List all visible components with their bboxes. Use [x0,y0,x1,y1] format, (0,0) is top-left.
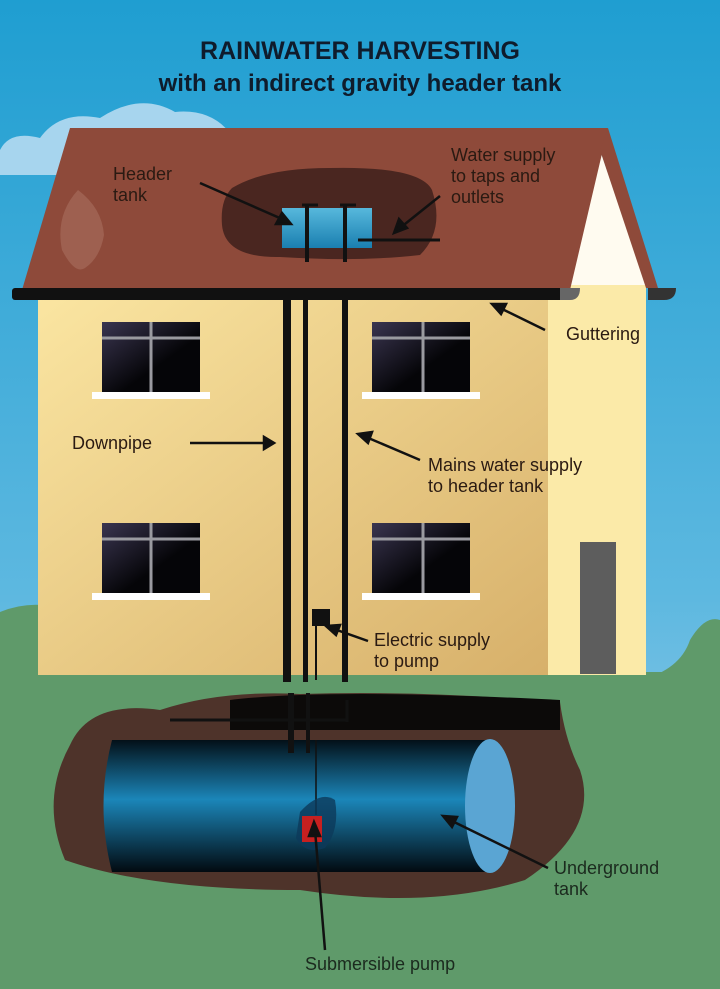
label-electric: Electric supply to pump [374,630,491,671]
window [362,523,480,600]
header-tank [282,208,372,248]
label-submersible-pump: Submersible pump [305,954,456,974]
window [362,322,480,399]
label-mains: Mains water supply to header tank [428,455,583,496]
underground-tank [103,740,488,872]
window [92,322,210,399]
door [580,542,616,674]
label-downpipe: Downpipe [72,433,153,453]
window [92,523,210,600]
title-line-1: RAINWATER HARVESTING [200,37,520,65]
label-underground-tank: Underground tank [554,858,660,899]
label-guttering: Guttering [566,324,641,344]
electric-box [312,609,330,626]
mains-pipe [342,290,348,682]
label-header-tank: Header tank [113,164,173,205]
label-water-supply: Water supply to taps and outlets [451,145,556,207]
logo-icon [60,190,104,270]
title-line-2: with an indirect gravity header tank [158,70,562,97]
arrows [190,181,549,951]
downpipe [283,290,291,682]
